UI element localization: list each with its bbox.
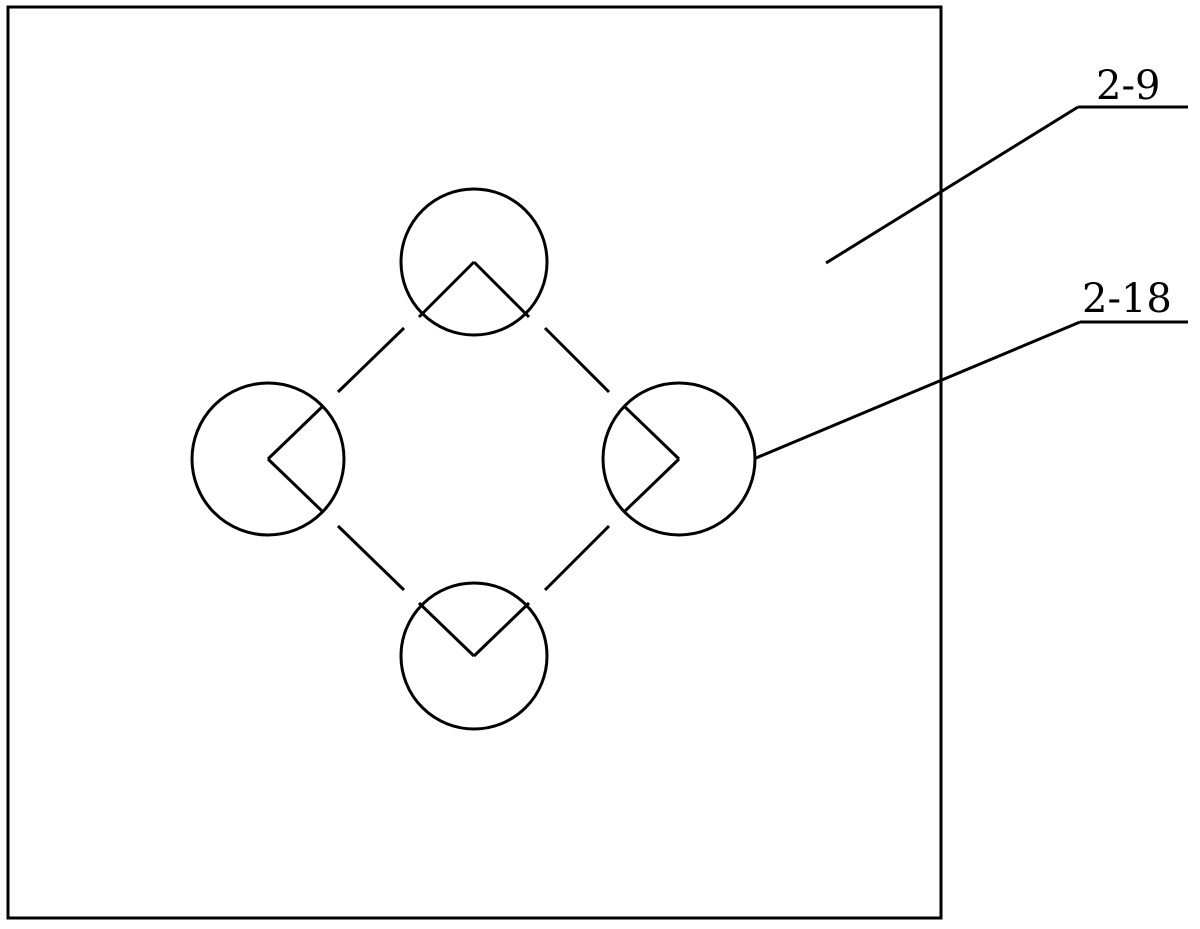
label-plate: 2-9 <box>1096 63 1160 109</box>
hole-circle-bottom <box>399 581 549 731</box>
hole-circle-left <box>190 381 346 537</box>
label-hole: 2-18 <box>1082 276 1172 322</box>
dashed-diamond <box>266 260 681 658</box>
leader-line-hole <box>755 320 1188 460</box>
plate-outline <box>6 5 943 920</box>
hole-circle-top <box>399 187 549 337</box>
hole-circle-right <box>601 381 757 537</box>
leader-line-plate <box>825 105 1188 265</box>
